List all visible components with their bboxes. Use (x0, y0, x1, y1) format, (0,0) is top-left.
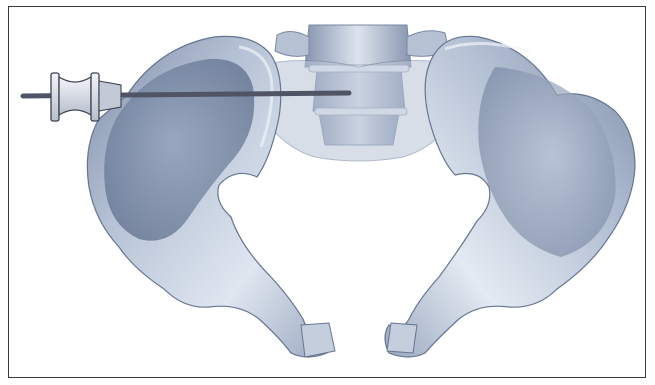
pelvis-illustration (9, 7, 646, 378)
figure-frame (8, 6, 646, 378)
